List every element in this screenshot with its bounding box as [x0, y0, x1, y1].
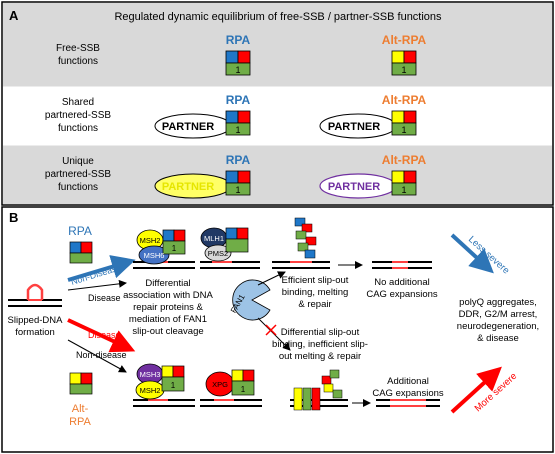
- svg-text:1: 1: [401, 185, 406, 195]
- outcome-line-3: neurodegeneration,: [457, 321, 539, 332]
- additional-line-1: Additional: [387, 376, 429, 387]
- slipped-label-line-2: formation: [15, 327, 55, 338]
- msh2-bottom-label: MSH2: [140, 386, 161, 395]
- msh6-label: MSH6: [144, 251, 165, 260]
- mlh1-pms2-complex: [200, 227, 260, 269]
- row-2-rpa-label: RPA: [226, 93, 251, 107]
- xpg-complex: [200, 369, 262, 407]
- row-1-label-line-2: functions: [58, 56, 98, 67]
- row-3-label-line-2: partnered-SSB: [45, 169, 111, 180]
- panel-a-title: Regulated dynamic equilibrium of free-SS…: [114, 11, 442, 23]
- b-alt-rpa-label-line-2: RPA: [69, 416, 91, 428]
- top-result-dna: [372, 261, 432, 269]
- row-1-rpa-label: RPA: [226, 33, 251, 47]
- slipped-dna: [8, 283, 62, 307]
- svg-text:1: 1: [235, 185, 240, 195]
- panel-a-title-band: [3, 3, 552, 27]
- panel-b-letter: B: [9, 210, 18, 225]
- row-3-rpa-complex: 1: [225, 170, 251, 196]
- row-3-label-line-3: functions: [58, 182, 98, 193]
- svg-text:1: 1: [235, 65, 240, 75]
- disease-bottom-label: Disease: [88, 330, 121, 340]
- differential-line-1: Differential: [145, 278, 190, 289]
- top-msh-complex: [133, 229, 195, 269]
- row-1-label-line-1: Free-SSB: [56, 43, 100, 54]
- bottom-slipout-structure: [290, 369, 348, 411]
- row-1-alt-rpa-label: Alt-RPA: [382, 33, 427, 47]
- arrow-less-severe: [450, 233, 494, 274]
- row-3-label-line-1: Unique: [62, 156, 94, 167]
- b-alt-rpa-label-line-1: Alt-: [72, 403, 89, 415]
- xpg-subunit-label: 1: [241, 385, 246, 394]
- arrow-disease-top: [67, 279, 127, 291]
- panel-a-letter: A: [9, 8, 19, 23]
- row-3-rpa-label: RPA: [226, 153, 251, 167]
- arrow-fan1-up: [257, 271, 286, 286]
- top-slipout-structure: [272, 217, 330, 269]
- msh2-top-label: MSH2: [140, 236, 161, 245]
- row-3-alt-partner-label: PARTNER: [328, 181, 380, 193]
- differential-line-5: slip-out cleavage: [132, 326, 203, 337]
- red-cross-icon: [265, 324, 277, 336]
- outcome-line-2: DDR, G2/M arrest,: [459, 309, 538, 320]
- arrow-disease-bottom: [67, 318, 136, 353]
- arrow-non-disease-top: [67, 255, 136, 282]
- row-1-alt-rpa-complex: 1: [391, 50, 417, 76]
- bottom-result-dna: [376, 399, 440, 407]
- outcome-line-4: & disease: [477, 333, 519, 344]
- no-additional-line-2: CAG expansions: [366, 289, 438, 300]
- inefficient-line-2: binding, inefficient slip-: [272, 339, 368, 350]
- arrow-more-severe: [450, 366, 502, 414]
- top-msh-subunit-label: 1: [172, 244, 177, 253]
- msh3-label: MSH3: [140, 370, 161, 379]
- svg-text:1: 1: [235, 125, 240, 135]
- efficient-line-3: & repair: [298, 299, 331, 310]
- row-3-alt-rpa-label: Alt-RPA: [382, 153, 427, 167]
- svg-text:1: 1: [401, 65, 406, 75]
- row-2-alt-partner-label: PARTNER: [328, 121, 380, 133]
- row-2-label-line-1: Shared: [62, 97, 94, 108]
- panel-a-row-1-band: [3, 27, 552, 87]
- pms2-label: PMS2: [208, 249, 228, 258]
- b-rpa-complex: [69, 241, 93, 264]
- slipped-label-line-1: Slipped-DNA: [8, 315, 64, 326]
- row-2-rpa-complex: 1: [225, 110, 251, 136]
- bottom-msh-subunit-label: 1: [171, 381, 176, 390]
- arrow-non-disease-bottom: [67, 339, 127, 373]
- row-2-label-line-3: functions: [58, 123, 98, 134]
- row-2-label-line-2: partnered-SSB: [45, 110, 111, 121]
- row-2-alt-rpa-label: Alt-RPA: [382, 93, 427, 107]
- row-2-rpa-partner-label: PARTNER: [162, 121, 214, 133]
- row-2-alt-rpa-complex: 1: [391, 110, 417, 136]
- row-3-rpa-partner-label: PARTNER: [162, 181, 214, 193]
- additional-line-2: CAG expansions: [372, 388, 444, 399]
- no-additional-line-1: No additional: [374, 277, 429, 288]
- bottom-msh-complex: [133, 363, 195, 407]
- svg-text:1: 1: [401, 125, 406, 135]
- fan1-shape: [232, 279, 271, 321]
- inefficient-line-1: Differential slip-out: [281, 327, 360, 338]
- b-rpa-label: RPA: [68, 224, 92, 238]
- efficient-line-1: Efficient slip-out: [282, 275, 349, 286]
- xpg-label: XPG: [212, 380, 228, 389]
- mlh1-label: MLH1: [204, 234, 224, 243]
- differential-line-3: repair proteins &: [133, 302, 203, 313]
- differential-line-4: mediation of FAN1: [129, 314, 207, 325]
- b-alt-rpa-complex: [69, 372, 93, 395]
- row-3-alt-rpa-complex: 1: [391, 170, 417, 196]
- outcome-line-1: polyQ aggregates,: [459, 297, 537, 308]
- non-disease-bottom-label: Non-disease: [76, 350, 127, 360]
- differential-line-2: association with DNA: [123, 290, 213, 301]
- efficient-line-2: binding, melting: [282, 287, 349, 298]
- disease-top-label: Disease: [88, 293, 121, 303]
- inefficient-line-3: out melting & repair: [279, 351, 361, 362]
- panel-a-row-3-band: [3, 145, 552, 204]
- panel-b-frame: [1, 206, 554, 453]
- row-1-rpa-complex: 1: [225, 50, 251, 76]
